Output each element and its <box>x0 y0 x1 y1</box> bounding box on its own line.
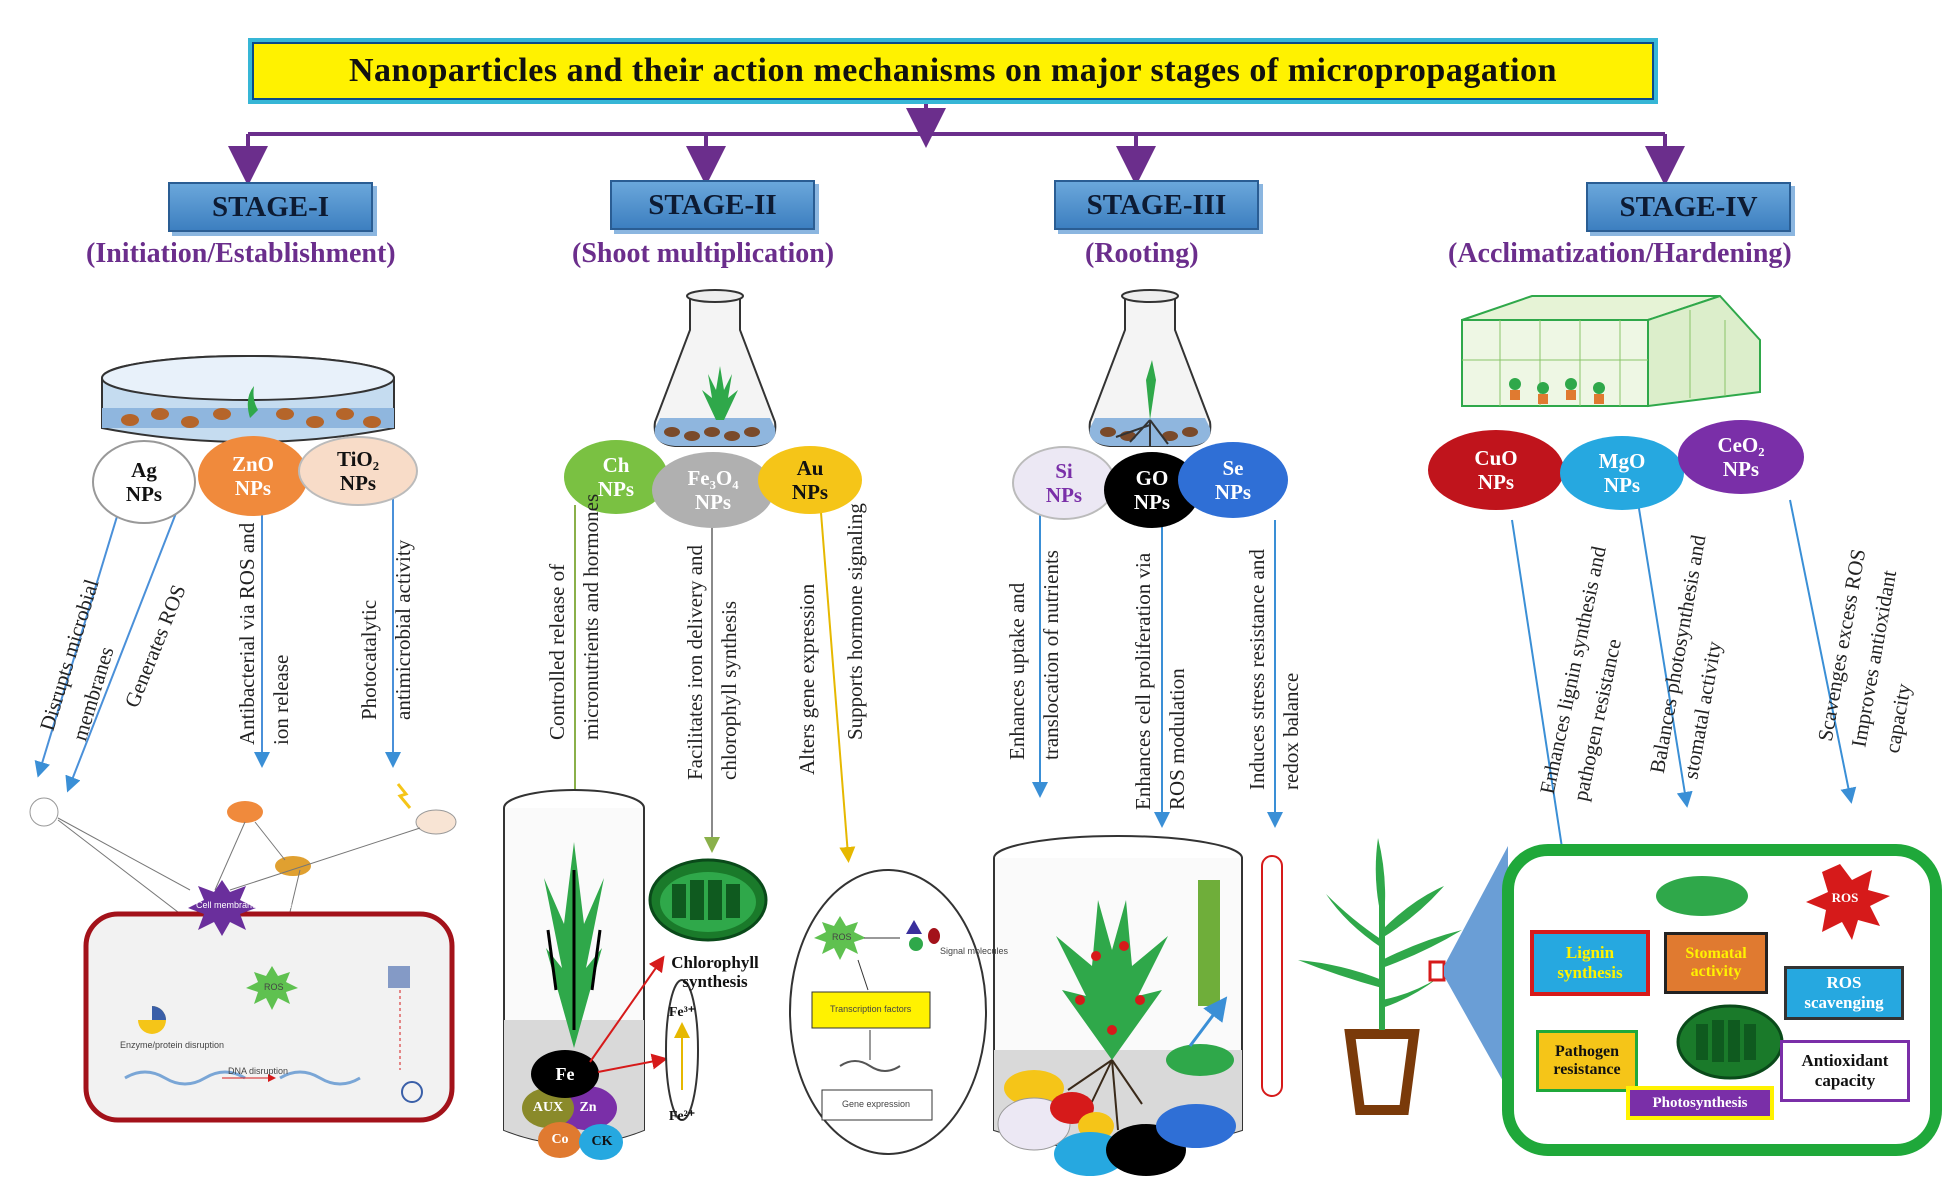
lignin-synthesis-box: Lignin synthesis <box>1530 930 1650 996</box>
stage1-ros-label: ROS <box>264 982 284 992</box>
pathogen-resistance-box: Pathogen resistance <box>1536 1030 1638 1092</box>
potted-plant-illustration <box>1298 838 1508 1115</box>
zn-label: Zn <box>579 1100 597 1115</box>
gene-expression-label: Gene expression <box>842 1099 911 1109</box>
np-fe3o4: Fe₃O₄ NPs <box>652 452 774 528</box>
np-au: Au NPs <box>758 446 862 514</box>
stage-tree-connectors <box>228 104 1685 186</box>
mechanism-text: Enhances uptake and translocation of nut… <box>1005 550 1063 760</box>
mechanism-text: Alters gene expression <box>795 583 819 775</box>
stage4-arrows <box>1511 489 1857 908</box>
stage-1-label: STAGE-I <box>211 190 330 223</box>
ck-label: CK <box>591 1134 613 1149</box>
fe2-label: Fe²⁺ <box>668 1108 696 1124</box>
ros-scavenging-box: ROS scavenging <box>1784 966 1904 1020</box>
stage-3-label: STAGE-III <box>1086 188 1227 221</box>
membrane-damage-label: Cell membrane damage <box>196 900 293 910</box>
stage-1-box: STAGE-I <box>168 182 373 232</box>
stage1-arrows <box>34 485 401 793</box>
petri-dish-illustration <box>101 355 395 443</box>
stage2-culture-tube <box>503 789 699 1160</box>
stage3-arrows <box>1032 500 1283 828</box>
fe3-label: Fe³⁺ <box>668 1004 696 1020</box>
stage3-culture-tube <box>993 835 1283 1176</box>
stage-4-subtitle: (Acclimatization/Hardening) <box>1448 238 1792 269</box>
stage-1-subtitle: (Initiation/Establishment) <box>86 238 396 269</box>
greenhouse-illustration <box>1461 294 1761 408</box>
chlorophyll-label: Chlorophyll synthesis <box>671 953 759 991</box>
fe-label: Fe <box>555 1063 575 1084</box>
stomatal-activity-box: Stomatal activity <box>1664 932 1768 994</box>
stage-2-subtitle: (Shoot multiplication) <box>572 238 835 269</box>
stage4-ros-label: ROS <box>1831 890 1859 905</box>
diagram-title-box: Nanoparticles and their action mechanism… <box>248 38 1658 104</box>
np-ag: Ag NPs <box>92 440 196 524</box>
np-mgo: MgO NPs <box>1560 436 1684 510</box>
stage-2-box: STAGE-II <box>610 180 815 230</box>
photosynthesis-box: Photosynthesis <box>1626 1086 1774 1120</box>
mechanism-text: Induces stress resistance and redox bala… <box>1245 549 1303 790</box>
mechanism-text: Controlled release of micronutrients and… <box>545 493 603 740</box>
co-label: Co <box>551 1132 569 1147</box>
stage-4-label: STAGE-IV <box>1619 190 1758 223</box>
stage2-flask-illustration <box>653 289 777 447</box>
stage-2-label: STAGE-II <box>648 188 777 221</box>
np-ceo2: CeO₂ NPs <box>1678 420 1804 494</box>
mechanism-text: Facilitates iron delivery and chlorophyl… <box>683 544 741 780</box>
stage2-arrows <box>567 499 856 863</box>
diagram-title: Nanoparticles and their action mechanism… <box>348 52 1557 89</box>
stage1-cell-illustration <box>29 783 457 1123</box>
stage-3-subtitle: (Rooting) <box>1085 238 1199 269</box>
np-cuo: CuO NPs <box>1428 430 1564 510</box>
np-tio2: TiO₂ NPs <box>298 436 418 506</box>
ros-label: ROS <box>832 932 852 942</box>
dna-disruption-label: DNA disruption <box>228 1066 289 1076</box>
aux-label: AUX <box>532 1100 564 1115</box>
stage2-signal-cell <box>789 869 987 1155</box>
chloroplast-icon <box>648 858 768 942</box>
transcription-factors-label: Transcription factors <box>830 1004 912 1014</box>
stage-3-box: STAGE-III <box>1054 180 1259 230</box>
stage3-flask-illustration <box>1088 289 1212 447</box>
mechanism-text: Photocatalytic antimicrobial activity <box>357 539 415 720</box>
antioxidant-capacity-box: Antioxidant capacity <box>1780 1040 1910 1102</box>
np-ch: Ch NPs <box>564 440 668 514</box>
stage-4-box: STAGE-IV <box>1586 182 1791 232</box>
protein-disruption-label: Enzyme/protein disruption <box>120 1040 225 1050</box>
mechanism-text: Supports hormone signaling <box>843 503 867 740</box>
mechanism-text: Enhances cell proliferation via ROS modu… <box>1131 552 1189 810</box>
mechanism-text: Antibacterial via ROS and ion release <box>235 522 293 745</box>
np-si: Si NPs <box>1012 446 1116 520</box>
np-zno: ZnO NPs <box>198 436 308 516</box>
np-se: Se NPs <box>1178 442 1288 518</box>
signal-molecules-label: Signal molecules <box>940 946 1009 956</box>
